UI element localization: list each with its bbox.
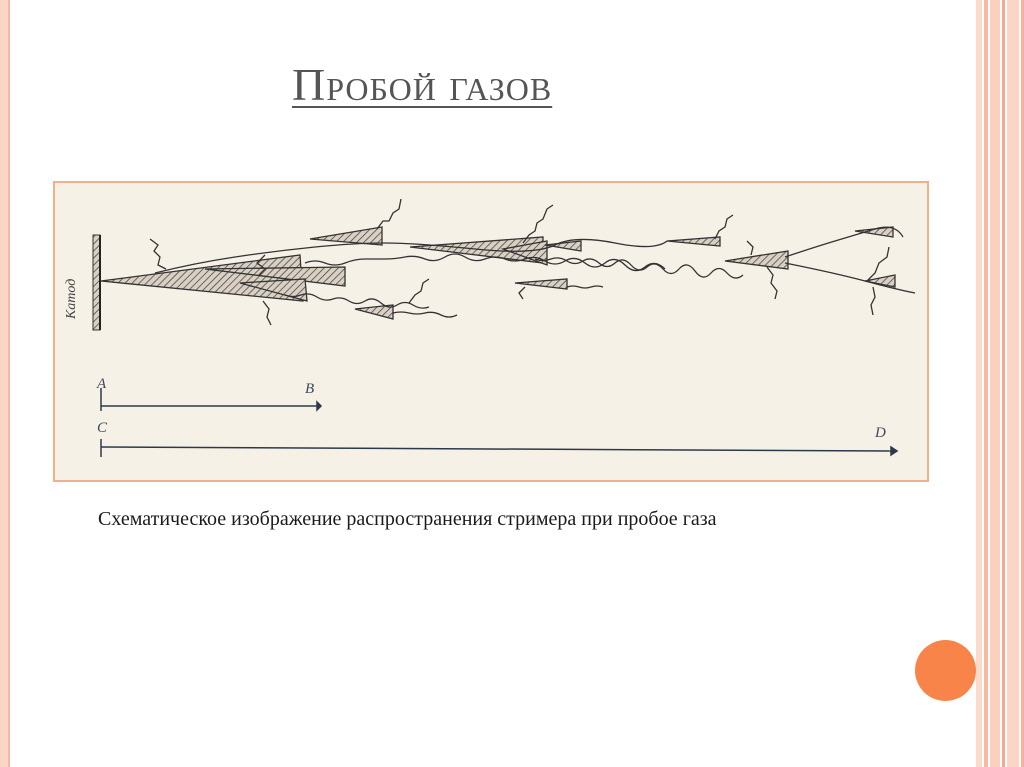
streamer-diagram-svg: Катод — [64, 198, 916, 457]
cathode-plate — [92, 234, 101, 331]
axis-arrows — [100, 388, 899, 457]
left-border-decoration — [0, 0, 10, 767]
slide-title: Пробой газов — [292, 59, 553, 110]
diagram-caption: Схематическое изображение распространени… — [98, 508, 717, 530]
cathode-label: Катод — [64, 279, 79, 320]
axis-label-d: D — [874, 425, 886, 441]
right-border-decoration — [976, 0, 1024, 767]
avalanche-cones — [100, 226, 896, 320]
orange-dot-decoration — [915, 640, 976, 701]
axis-label-c: C — [97, 420, 108, 436]
axis-label-a: A — [96, 376, 107, 392]
axis-label-b: B — [305, 381, 314, 397]
streamer-diagram: Катод — [53, 181, 929, 482]
streamer-channels — [149, 198, 916, 326]
